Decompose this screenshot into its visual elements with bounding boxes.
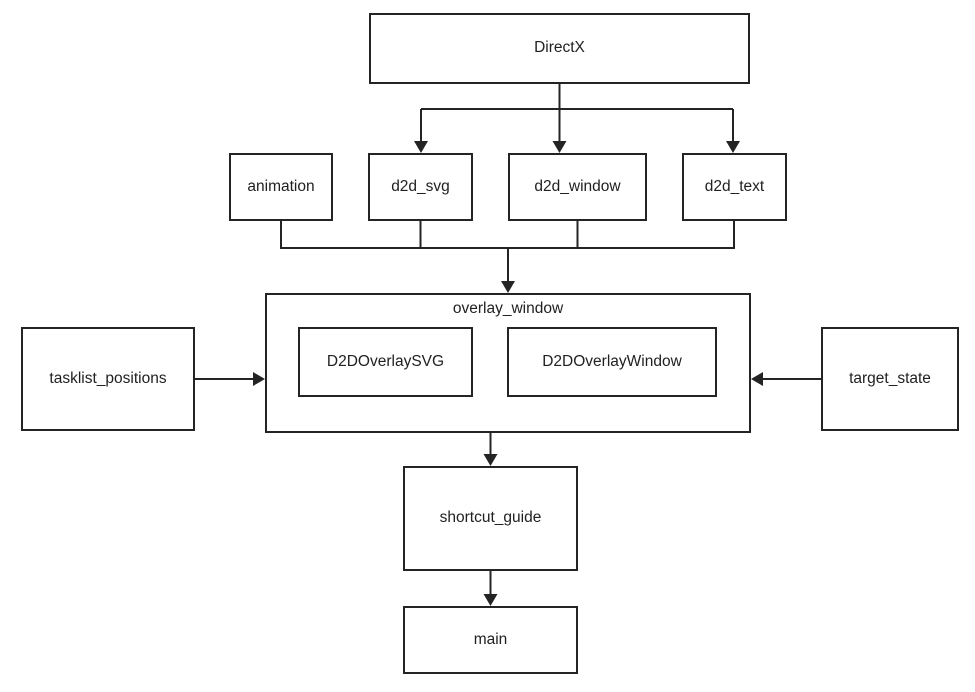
arrowhead-d2d-svg bbox=[414, 141, 428, 153]
node-d2d-svg: d2d_svg bbox=[368, 153, 473, 221]
node-d2d-overlay-window: D2DOverlayWindow bbox=[507, 327, 717, 397]
node-tasklist-positions-label: tasklist_positions bbox=[49, 369, 167, 387]
node-tasklist-positions: tasklist_positions bbox=[21, 327, 195, 431]
node-shortcut-guide-label: shortcut_guide bbox=[439, 509, 542, 527]
arrowhead-main bbox=[483, 594, 498, 606]
node-d2d-text-label: d2d_text bbox=[704, 177, 765, 195]
arrowhead-overlay-right bbox=[751, 372, 763, 386]
node-target-state-label: target_state bbox=[849, 369, 931, 387]
node-d2d-window: d2d_window bbox=[508, 153, 647, 221]
arrowhead-overlay-top bbox=[501, 281, 515, 293]
node-main: main bbox=[403, 606, 578, 674]
node-animation-label: animation bbox=[247, 177, 315, 195]
node-d2d-window-label: d2d_window bbox=[534, 177, 621, 195]
node-target-state: target_state bbox=[821, 327, 959, 431]
node-overlay-window: overlay_window bbox=[265, 293, 751, 433]
node-directx-label: DirectX bbox=[534, 39, 585, 57]
node-d2d-overlay-svg: D2DOverlaySVG bbox=[298, 327, 473, 397]
node-d2d-overlay-window-label: D2DOverlayWindow bbox=[542, 352, 682, 370]
arrowhead-d2d-text bbox=[726, 141, 740, 153]
node-d2d-text: d2d_text bbox=[682, 153, 787, 221]
node-d2d-overlay-svg-label: D2DOverlaySVG bbox=[326, 352, 445, 370]
node-animation: animation bbox=[229, 153, 333, 221]
arrowhead-shortcut bbox=[483, 454, 498, 466]
node-d2d-svg-label: d2d_svg bbox=[391, 177, 450, 195]
node-directx: DirectX bbox=[369, 13, 750, 84]
node-main-label: main bbox=[473, 630, 508, 648]
node-shortcut-guide: shortcut_guide bbox=[403, 466, 578, 571]
arrowhead-d2d-window bbox=[552, 141, 567, 153]
node-overlay-window-label: overlay_window bbox=[452, 300, 564, 317]
arrowhead-overlay-left bbox=[253, 372, 265, 386]
